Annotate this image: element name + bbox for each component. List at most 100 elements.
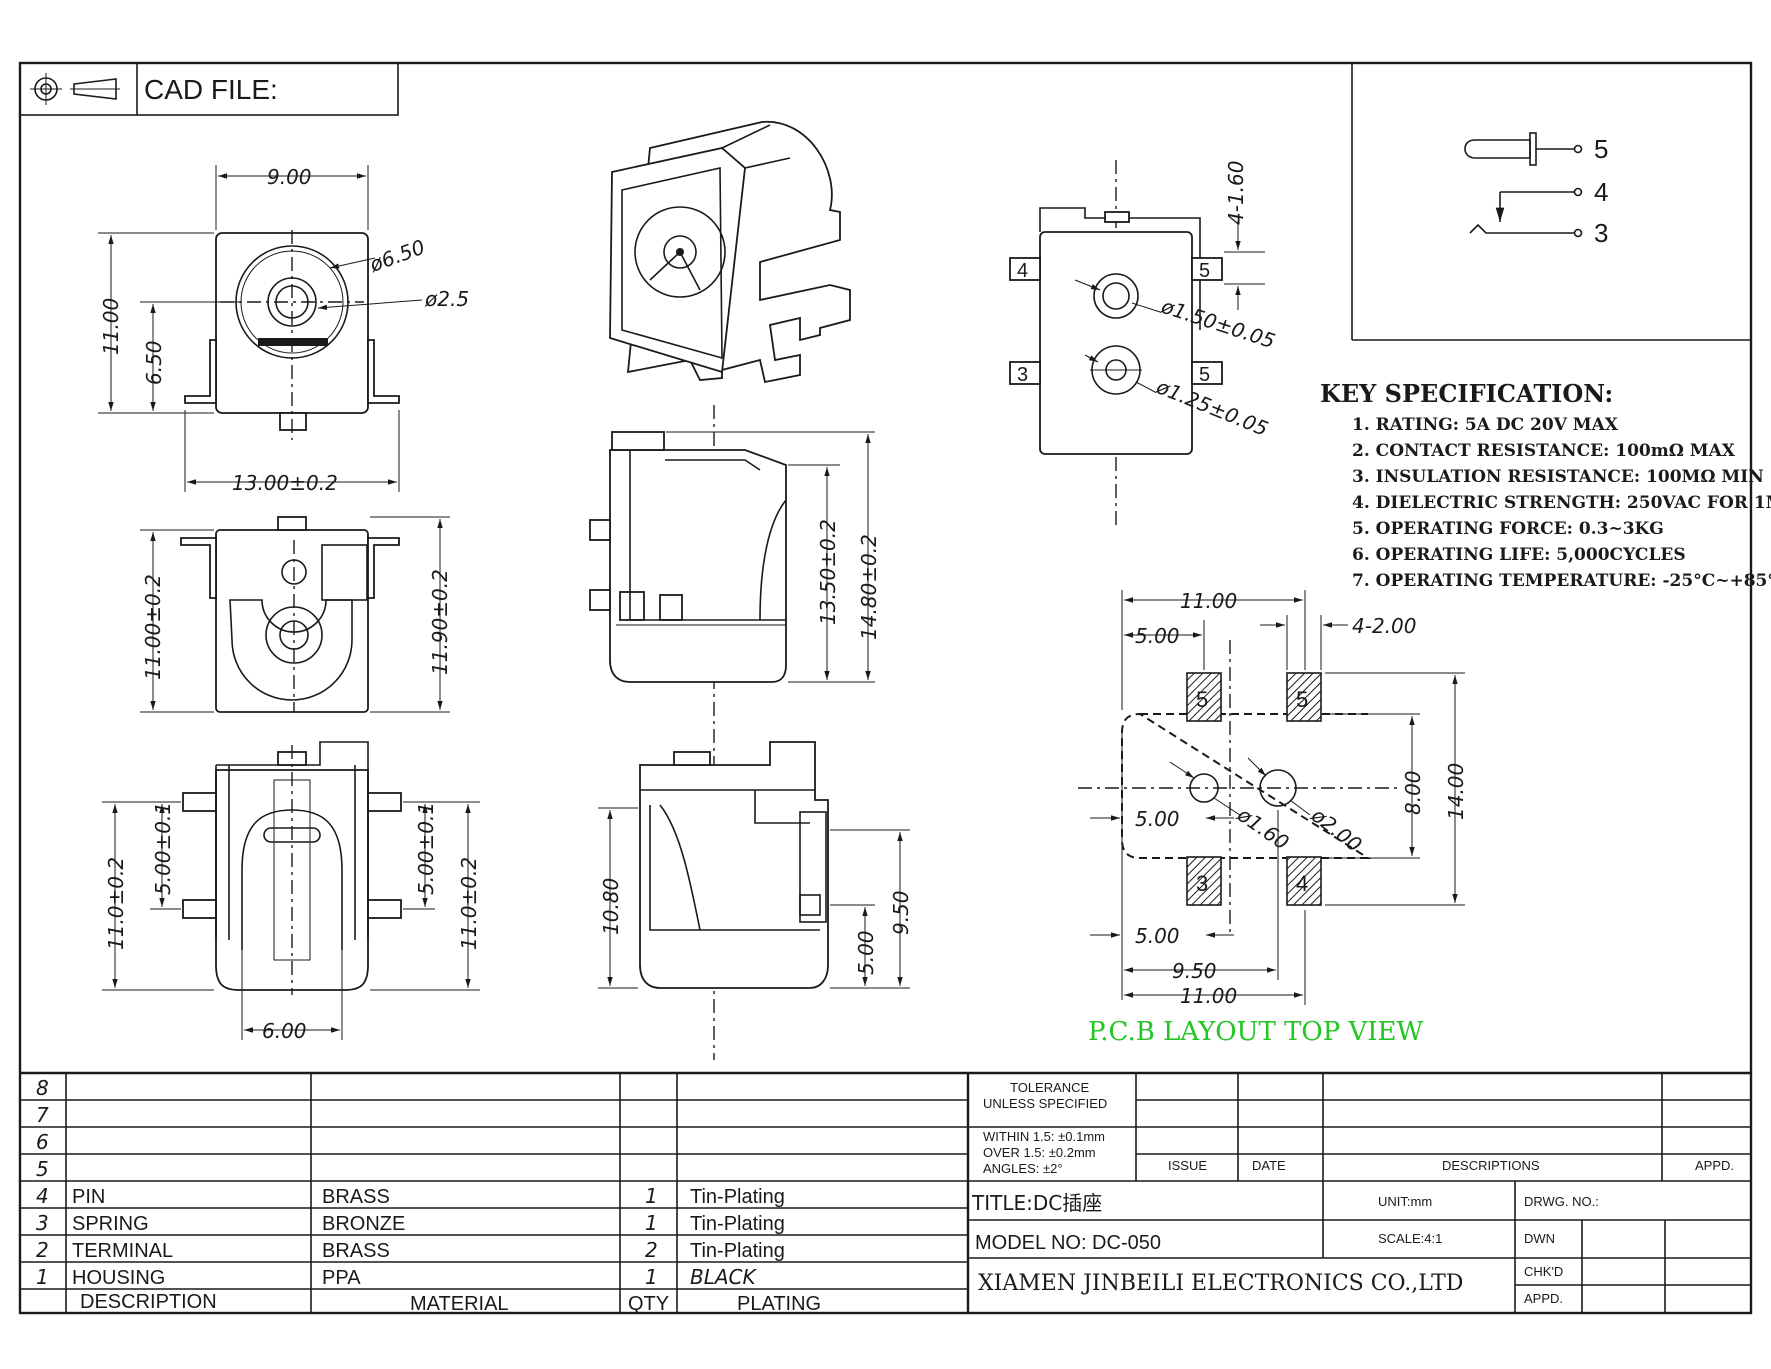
title-block: TOLERANCE UNLESS SPECIFIED WITHIN 1.5: ±…: [968, 1073, 1751, 1313]
bom-qty: 2: [645, 1238, 658, 1262]
bom-row-number: 7: [36, 1103, 49, 1127]
rev-header-date: DATE: [1252, 1158, 1286, 1173]
tolerance-line-2: OVER 1.5: ±0.2mm: [983, 1145, 1096, 1160]
bottom-dim-left-inner: 5.00±0.1: [151, 802, 175, 895]
bom-row-number: 1: [36, 1265, 49, 1289]
bottom-dim-bottom: 6.00: [262, 1019, 307, 1043]
side-view: 13.50±0.2 14.80±0.2: [589, 405, 881, 1060]
key-spec-item: 2. CONTACT RESISTANCE: 100mΩ MAX: [1352, 441, 1736, 461]
bom-row-number: 4: [36, 1184, 49, 1208]
front-view: 9.00 11.00 6.50 13.00±0.2 ø6.50 ø2.5: [98, 165, 469, 495]
sheet-border: [18, 61, 1753, 1315]
header-box: CAD FILE:: [19, 62, 399, 116]
bom-row-number: 5: [36, 1157, 49, 1181]
pcb-pad-5b: [1286, 672, 1322, 722]
bom-plating: Tin-Plating: [690, 1186, 785, 1208]
bottom-dim-left-outer: 11.0±0.2: [104, 857, 128, 950]
pcb-dim-mid-offset: 5.00: [1135, 807, 1180, 831]
bom-material: BRASS: [322, 1240, 390, 1262]
bottom-dim-right-outer: 11.0±0.2: [457, 857, 481, 950]
pcb-dim-lower-offset: 5.00: [1135, 924, 1180, 948]
pcb-pad-4: [1286, 856, 1322, 906]
top-pin-label-5b: 5: [1199, 364, 1210, 386]
schematic-pin-3: 3: [1594, 218, 1608, 248]
top-dim-top: 4-1.60: [1224, 161, 1248, 225]
bom-header-plating: PLATING: [737, 1293, 821, 1315]
third-angle-projection-icon: [30, 73, 120, 105]
pcb-pad-label: 4: [1296, 871, 1308, 896]
side-dim-outer: 14.80±0.2: [857, 534, 881, 640]
pcb-pad-label: 3: [1196, 871, 1208, 896]
pcb-dim-upper-offset: 5.00: [1135, 624, 1180, 648]
bom-description: TERMINAL: [72, 1240, 173, 1262]
bom-row-number: 3: [36, 1211, 49, 1235]
bom-table: 8 7 6 5 4 3 2 1 PIN BRASS 1 Tin-Plating …: [20, 1071, 1751, 1315]
bom-header-description: DESCRIPTION: [80, 1291, 217, 1313]
bom-description: PIN: [72, 1186, 105, 1208]
company-name: XIAMEN JINBEILI ELECTRONICS CO.,LTD: [978, 1271, 1463, 1296]
pcb-caption: P.C.B LAYOUT TOP VIEW: [1088, 1017, 1424, 1047]
pcb-dia-small: ø1.60: [1232, 802, 1293, 855]
bottom-view: 11.0±0.2 5.00±0.1 5.00±0.1 11.0±0.2 6.00: [102, 741, 481, 1043]
top-pin-label-4: 4: [1017, 260, 1028, 282]
key-spec-title: KEY SPECIFICATION:: [1320, 379, 1613, 408]
pcb-dim-height-outer: 14.00: [1444, 763, 1468, 820]
bom-header-material: MATERIAL: [410, 1293, 509, 1315]
top-view: 4 5 3 5 4-1.60 ø1.50±0.05 ø1.25±0.05: [1009, 160, 1278, 525]
pcb-pad-label: 5: [1296, 687, 1308, 712]
chkd-label: CHK'D: [1524, 1264, 1563, 1279]
front-dim-base: 13.00±0.2: [232, 471, 338, 495]
pcb-dim-top-width: 11.00: [1180, 589, 1237, 613]
bom-description: HOUSING: [72, 1267, 165, 1289]
pcb-pad-3: [1186, 856, 1222, 906]
bom-material: BRASS: [322, 1186, 390, 1208]
front-dim-dia-outer: ø6.50: [366, 235, 429, 277]
drwg-no-label: DRWG. NO.:: [1524, 1194, 1599, 1209]
bom-material: PPA: [322, 1267, 361, 1289]
bom-row-number: 6: [36, 1130, 49, 1154]
bom-qty: 1: [645, 1211, 658, 1235]
model-number: MODEL NO: DC-050: [975, 1232, 1161, 1254]
bom-material: BRONZE: [322, 1213, 405, 1235]
top-pin-label-5a: 5: [1199, 260, 1210, 282]
pcb-pad-label: 5: [1196, 687, 1208, 712]
side-lower-view: 10.80 5.00 9.50: [598, 741, 913, 989]
key-spec-item: 7. OPERATING TEMPERATURE: -25°C~+85°C: [1352, 571, 1771, 591]
dwn-label: DWN: [1524, 1231, 1555, 1246]
tolerance-line-1: WITHIN 1.5: ±0.1mm: [983, 1129, 1105, 1144]
bom-header-qty: QTY: [628, 1293, 669, 1315]
bom-plating: BLACK: [690, 1265, 758, 1289]
front-dim-center: 6.50: [142, 340, 166, 385]
rev-header-issue: ISSUE: [1168, 1158, 1207, 1173]
cad-file-label: CAD FILE:: [144, 74, 278, 105]
side-dim-inner: 13.50±0.2: [816, 519, 840, 625]
pcb-dim-pad: 4-2.00: [1352, 614, 1416, 638]
pcb-dia-large: ø2.00: [1306, 802, 1366, 856]
bom-plating: Tin-Plating: [690, 1213, 785, 1235]
bom-qty: 1: [645, 1265, 658, 1289]
key-spec-item: 6. OPERATING LIFE: 5,000CYCLES: [1352, 545, 1686, 565]
scale-label: SCALE:4:1: [1378, 1231, 1442, 1246]
side-lower-dim-right-outer: 9.50: [889, 890, 913, 935]
key-spec-item: 4. DIELECTRIC STRENGTH: 250VAC FOR 1Min: [1352, 493, 1771, 513]
drawing-title: TITLE:DC插座: [971, 1191, 1102, 1215]
tolerance-title-1: TOLERANCE: [1010, 1080, 1090, 1095]
rear-dim-right: 11.90±0.2: [428, 569, 452, 675]
unit-label: UNIT:mm: [1378, 1194, 1432, 1209]
key-spec-item: 5. OPERATING FORCE: 0.3~3KG: [1352, 519, 1664, 539]
bom-description: SPRING: [72, 1213, 149, 1235]
schematic-pin-5: 5: [1594, 134, 1608, 164]
side-lower-dim-right-inner: 5.00: [854, 930, 878, 975]
pcb-dim-height-inner: 8.00: [1401, 770, 1425, 815]
key-spec-item: 1. RATING: 5A DC 20V MAX: [1352, 415, 1619, 435]
front-dim-height: 11.00: [99, 298, 123, 355]
bom-qty: 1: [645, 1184, 658, 1208]
rev-header-descriptions: DESCRIPTIONS: [1442, 1158, 1540, 1173]
bom-row-number: 8: [36, 1076, 49, 1100]
key-spec-item: 3. INSULATION RESISTANCE: 100MΩ MIN: [1352, 467, 1764, 487]
rear-view: 11.00±0.2 11.90±0.2: [140, 516, 452, 713]
rev-header-appd: APPD.: [1695, 1158, 1734, 1173]
front-dim-dia-inner: ø2.5: [424, 287, 469, 311]
bom-row-number: 2: [36, 1238, 49, 1262]
